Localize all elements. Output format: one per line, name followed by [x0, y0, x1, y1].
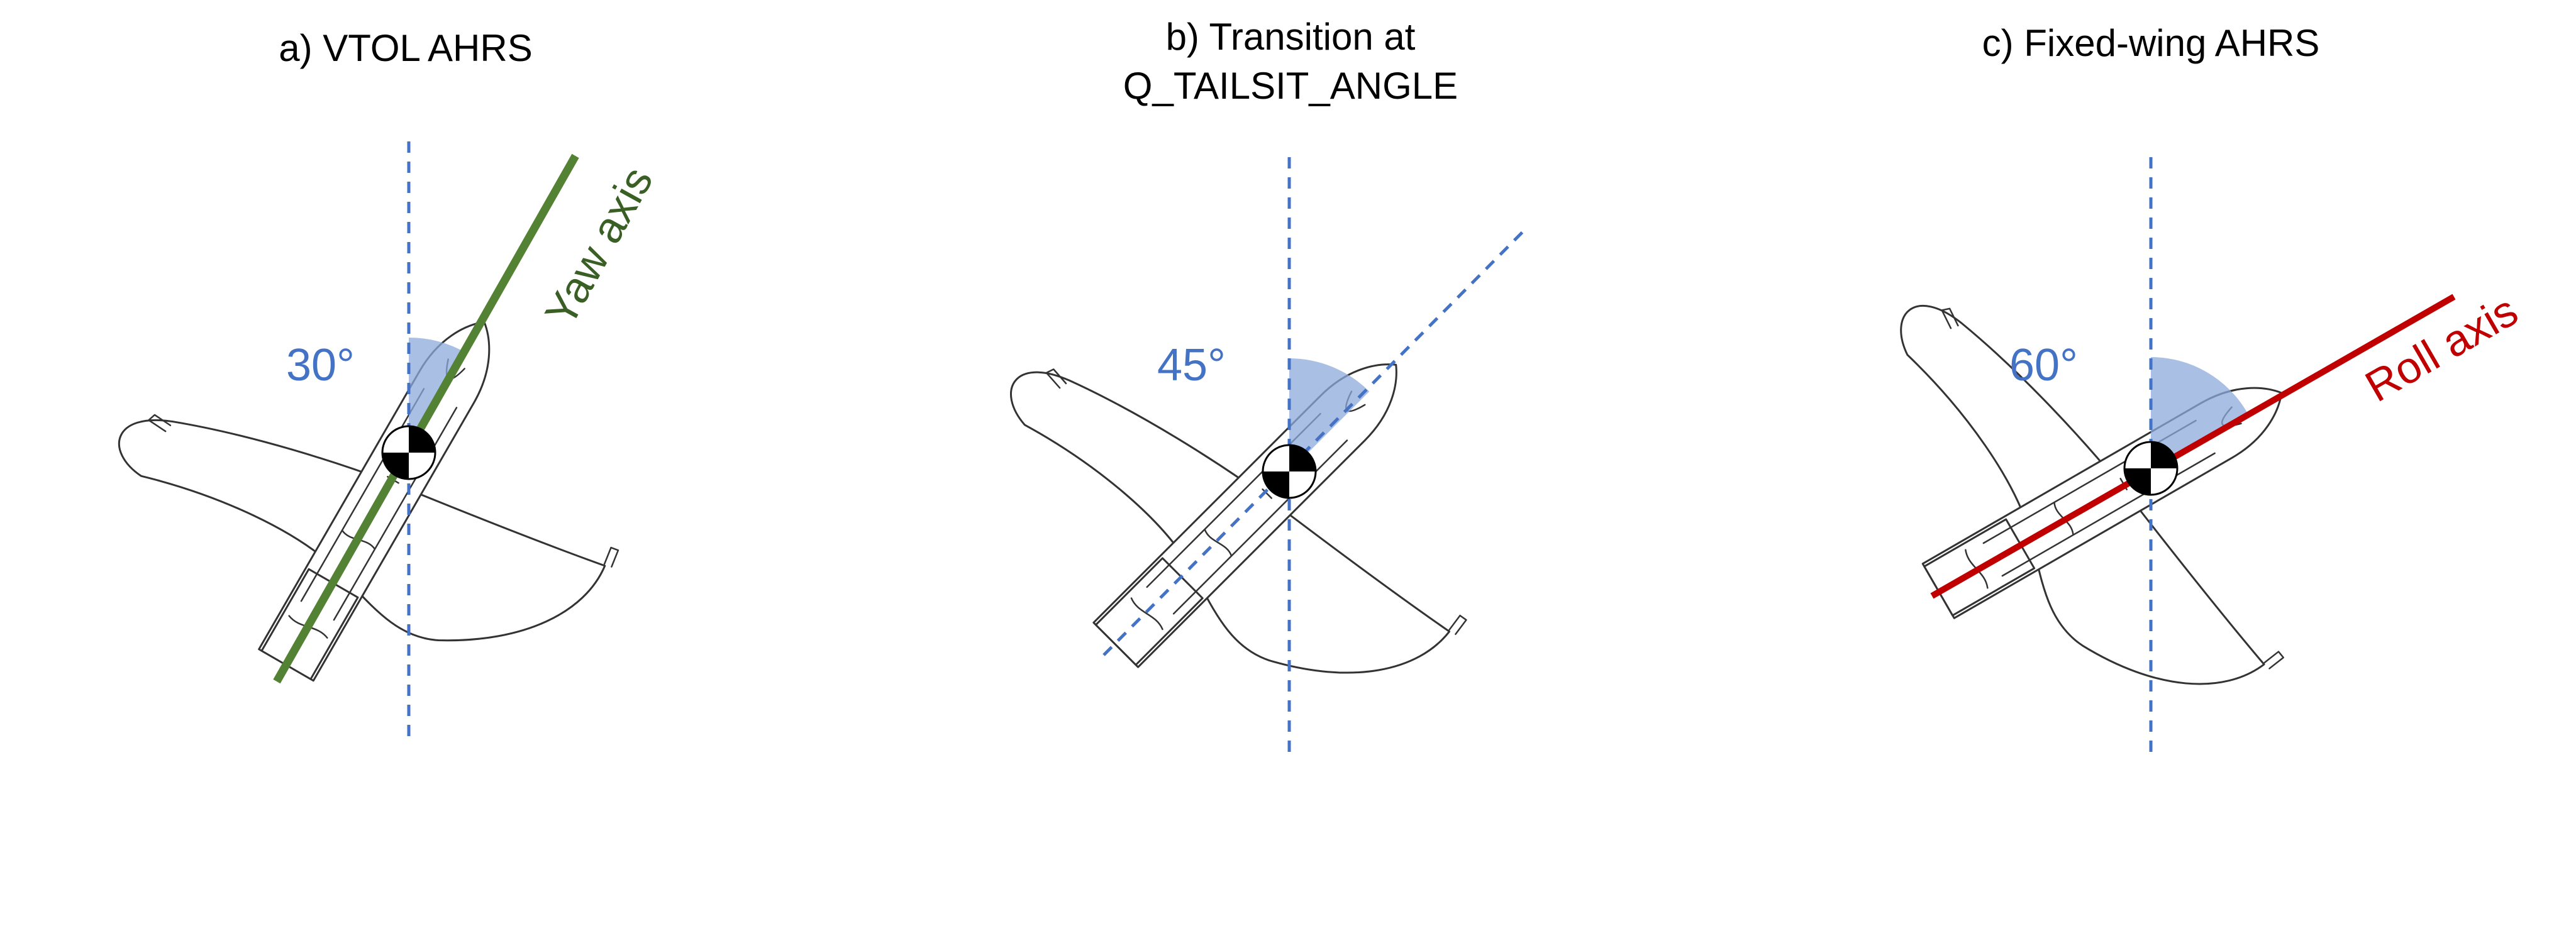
tilt-angle-wedge — [2151, 357, 2248, 468]
diagram-canvas — [1900, 157, 2456, 758]
wingtip-fin-right — [2263, 651, 2284, 670]
tilt-angle-label: 30° — [286, 340, 355, 390]
panel-title: b) Transition at Q_TAILSIT_ANGLE — [1008, 13, 1574, 111]
center-of-gravity-icon — [1262, 444, 1317, 499]
yaw-axis-line — [273, 153, 579, 684]
roll-axis-line — [1930, 294, 2456, 599]
panel-vtol-ahrs: a) VTOL AHRS 30° Yaw axis — [0, 0, 858, 926]
panel-title: c) Fixed-wing AHRS — [1868, 19, 2434, 68]
center-of-gravity-icon — [2123, 441, 2179, 496]
panel-title-line1: b) Transition at — [1165, 16, 1416, 58]
panel-title-line2: Q_TAILSIT_ANGLE — [1123, 65, 1458, 107]
tailsitter-aircraft — [1900, 304, 2284, 685]
diagram-canvas — [1010, 157, 1526, 758]
panel-transition: b) Transition at Q_TAILSIT_ANGLE 45° — [858, 0, 1717, 926]
wingtip-fin-right — [603, 546, 619, 568]
wingtip-fin-left — [1045, 368, 1067, 389]
tilt-angle-label: 60° — [2009, 340, 2078, 390]
diagram-canvas — [118, 141, 619, 742]
tilt-angle-label: 45° — [1157, 340, 1226, 390]
tailsitter-aircraft — [1010, 363, 1467, 674]
center-of-gravity-icon — [381, 425, 436, 480]
tilt-angle-wedge — [1289, 358, 1370, 471]
panel-title-line1: c) Fixed-wing AHRS — [1982, 22, 2320, 64]
wingtip-fin-right — [1448, 614, 1467, 636]
panel-title: a) VTOL AHRS — [123, 24, 689, 73]
wingtip-fin-left — [1941, 307, 1959, 329]
panel-title-line1: a) VTOL AHRS — [279, 27, 533, 69]
wingtip-fin-left — [148, 414, 172, 433]
panel-fixed-wing-ahrs: c) Fixed-wing AHRS 60° Roll axis — [1717, 0, 2576, 926]
